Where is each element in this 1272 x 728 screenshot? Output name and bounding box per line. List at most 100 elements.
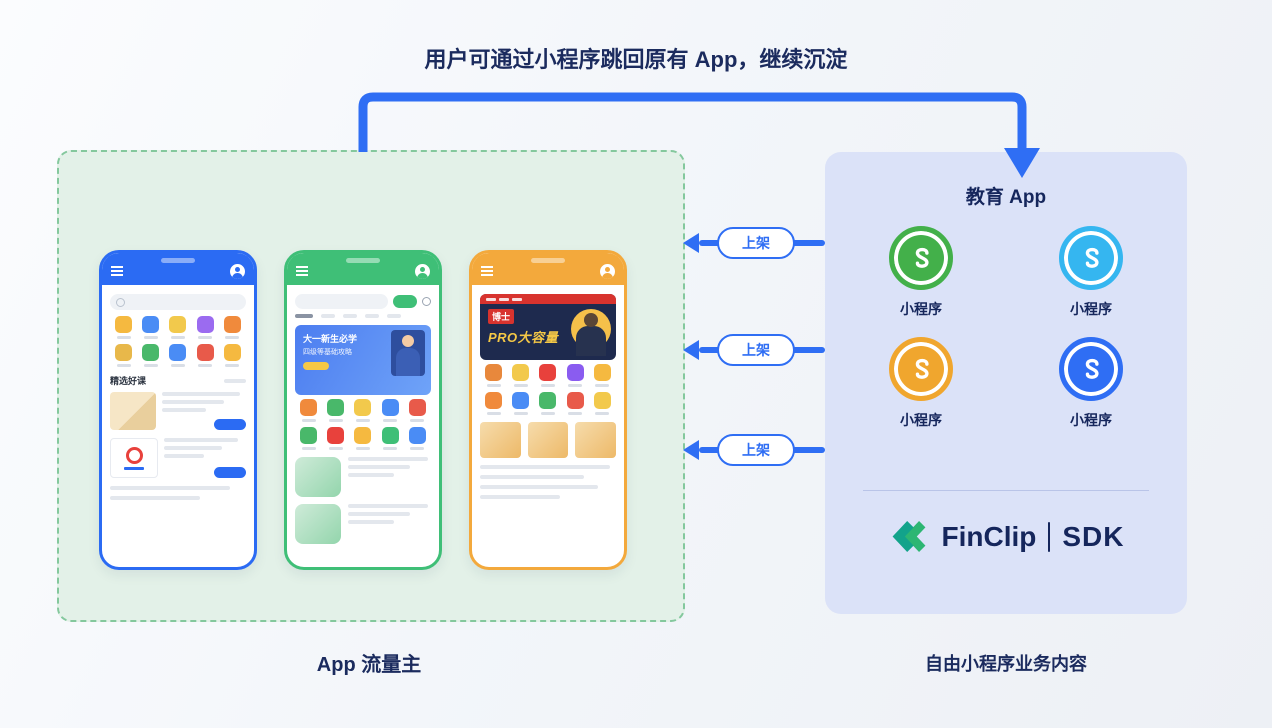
app-icon [354, 427, 372, 450]
phone-top-bar [472, 253, 624, 285]
sdk-text: SDK [1062, 520, 1125, 552]
diagram-title: 用户可通过小程序跳回原有 App，继续沉淀 [424, 47, 848, 72]
banner-tag: 博士 [488, 309, 515, 324]
list-item [295, 504, 431, 544]
promo-banner: 博士 PRO大容量 [480, 294, 616, 360]
publish-badge: 上架 [717, 434, 795, 466]
app-traffic-box: 精选好课 [57, 150, 685, 622]
education-app-title: 教育 App [965, 187, 1047, 208]
app-icon-grid [110, 316, 246, 367]
app-icon-grid [295, 399, 431, 450]
photo-thumbnail [480, 422, 521, 458]
camera-notch [346, 258, 380, 263]
app-icon [593, 392, 611, 415]
app-icon [169, 344, 187, 367]
phone-mockup-green: 大一新生必学 四级等基础攻略 [284, 250, 442, 570]
app-icon [512, 392, 530, 415]
list-thumbnail [295, 457, 341, 497]
app-icon [566, 364, 584, 387]
divider [863, 490, 1149, 491]
app-icon [115, 344, 133, 367]
app-traffic-caption: App 流量主 [316, 654, 422, 676]
app-icon [539, 392, 557, 415]
finclip-logo-icon [892, 520, 925, 553]
more-link-placeholder [224, 378, 246, 383]
text-placeholder-block [480, 465, 616, 499]
app-icon [408, 427, 426, 450]
banner-title: 大一新生必学 [303, 334, 358, 344]
miniprogram-label: 小程序 [900, 412, 942, 428]
miniprogram-label: 小程序 [1070, 301, 1112, 317]
business-caption: 自由小程序业务内容 [925, 654, 1087, 674]
publish-badge: 上架 [717, 334, 795, 366]
banner-title: PRO大容量 [488, 330, 559, 345]
logo-separator [1048, 521, 1051, 552]
camera-notch [531, 258, 565, 263]
bell-icon [422, 297, 431, 306]
search-input [295, 294, 388, 309]
buy-button [214, 467, 246, 478]
app-icon [142, 316, 160, 339]
phone-mockup-orange: 博士 PRO大容量 [469, 250, 627, 570]
brand-logo-icon [125, 446, 143, 464]
finclip-brand-text: FinClip [941, 520, 1037, 552]
menu-icon [296, 270, 308, 272]
category-tabs [295, 314, 431, 318]
app-icon [485, 364, 503, 387]
phone-top-bar [102, 253, 254, 285]
avatar-icon [415, 263, 430, 279]
person-illustration [391, 330, 425, 376]
banner-cta-button [303, 362, 329, 370]
photo-thumbnail [527, 422, 569, 458]
education-app-box: 教育 App 小程序 小程序 小程序 [825, 152, 1187, 614]
app-icon [223, 316, 241, 339]
card-thumbnail [110, 392, 156, 430]
miniprogram-icon-lightblue [1059, 226, 1123, 290]
miniprogram-icon-orange [889, 337, 953, 401]
app-icon-grid [480, 364, 616, 415]
app-icon [539, 364, 557, 387]
miniprogram: 小程序 [866, 337, 976, 430]
app-icon [142, 344, 160, 367]
buy-button [214, 419, 246, 430]
photo-thumbnails [480, 422, 617, 458]
course-card [110, 392, 246, 430]
miniprogram: 小程序 [1036, 226, 1146, 319]
app-icon [300, 427, 318, 450]
app-icon [354, 399, 372, 422]
search-input [110, 294, 246, 310]
banner-subtitle: 四级等基础攻略 [303, 349, 352, 356]
card-thumbnail [110, 438, 158, 478]
camera-notch [161, 258, 195, 263]
finclip-sdk-logo: FinClip SDK [825, 518, 1187, 555]
app-icon [593, 364, 611, 387]
app-icon [300, 399, 318, 422]
phone-top-bar [287, 253, 439, 285]
miniprogram-grid: 小程序 小程序 小程序 小程序 [825, 226, 1187, 430]
app-icon [566, 392, 584, 415]
miniprogram: 小程序 [866, 226, 976, 319]
app-icon [115, 316, 133, 339]
app-icon [485, 392, 503, 415]
avatar-icon [230, 263, 245, 279]
section-title: 精选好课 [110, 376, 147, 386]
course-card [110, 438, 246, 478]
avatar-icon [600, 263, 615, 279]
miniprogram-icon-green [889, 226, 953, 290]
menu-icon [111, 270, 123, 272]
promo-banner: 大一新生必学 四级等基础攻略 [295, 325, 431, 395]
app-icon [169, 316, 187, 339]
app-icon [196, 316, 214, 339]
app-icon [327, 427, 345, 450]
photo-thumbnail [575, 422, 617, 458]
miniprogram-label: 小程序 [900, 301, 942, 317]
app-icon [381, 427, 399, 450]
phone-mockup-blue: 精选好课 [99, 250, 257, 570]
app-icon [381, 399, 399, 422]
text-placeholder-block [110, 486, 246, 500]
miniprogram: 小程序 [1036, 337, 1146, 430]
publish-badge: 上架 [717, 227, 795, 259]
menu-icon [481, 270, 493, 272]
list-item [295, 457, 431, 497]
